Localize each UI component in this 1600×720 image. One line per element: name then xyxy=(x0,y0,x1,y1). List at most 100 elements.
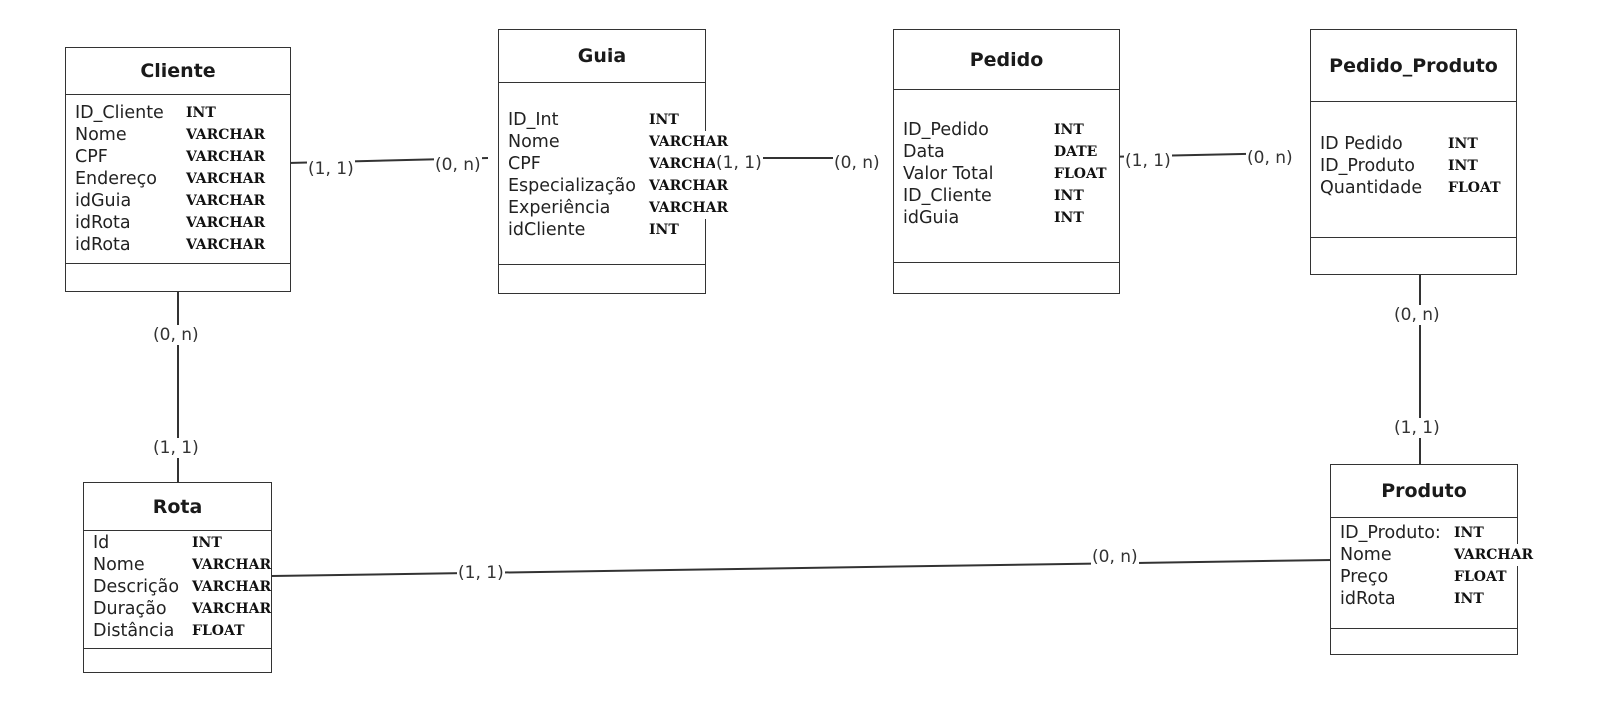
attribute-type: INT xyxy=(1054,185,1084,207)
attribute-name: idCliente xyxy=(508,220,586,240)
attribute-name: ID_Cliente xyxy=(75,103,164,123)
entity-methods-section xyxy=(66,263,290,291)
attribute-type: INT xyxy=(1454,522,1484,544)
attribute-name: idRota xyxy=(75,213,131,233)
attribute-name: Nome xyxy=(93,555,145,575)
attribute-name: Experiência xyxy=(508,198,611,218)
attribute-row: idGuia VARCHAR xyxy=(66,190,290,212)
cardinality-pedido-pedido-produto-to: (0, n) xyxy=(1246,148,1294,168)
attribute-name: Nome xyxy=(75,125,127,145)
attribute-type: FLOAT xyxy=(1448,177,1501,199)
attribute-row: ID_Produto: INT xyxy=(1331,522,1517,544)
attribute-row: Valor Total FLOAT xyxy=(894,163,1119,185)
entity-methods-section xyxy=(1331,628,1517,654)
entity-title: Guia xyxy=(499,30,705,83)
attribute-name: idRota xyxy=(75,235,131,255)
attribute-type: INT xyxy=(1054,207,1084,229)
attribute-name: Nome xyxy=(1340,545,1392,565)
attribute-name: Distância xyxy=(93,621,175,641)
attribute-row: Nome VARCHAR xyxy=(499,131,729,153)
attribute-type: VARCHAR xyxy=(186,168,266,190)
attribute-type: INT xyxy=(1448,133,1478,155)
attribute-row: Nome VARCHAR xyxy=(1331,544,1534,566)
attribute-name: Descrição xyxy=(93,577,180,597)
attribute-name: Data xyxy=(903,142,945,162)
attribute-type: VARCHAR xyxy=(192,554,272,576)
attribute-row: Endereço VARCHAR xyxy=(66,168,290,190)
attribute-type: VARCHAR xyxy=(649,131,729,153)
attribute-name: idRota xyxy=(1340,589,1396,609)
attribute-type: VARCHAR xyxy=(1454,544,1534,566)
attribute-type: VARCHAR xyxy=(186,212,266,234)
attribute-name: Id xyxy=(93,533,110,553)
attribute-type: DATE xyxy=(1054,141,1098,163)
entity-title: Rota xyxy=(84,483,271,531)
attribute-name: ID_Produto: xyxy=(1340,523,1441,543)
attribute-name: Endereço xyxy=(75,169,157,189)
cardinality-cliente-guia-to: (0, n) xyxy=(434,155,482,175)
attribute-row: Experiência VARCHAR xyxy=(499,197,729,219)
attribute-type: INT xyxy=(1448,155,1478,177)
attribute-row: Id INT xyxy=(84,532,271,554)
attribute-row: ID Pedido INT xyxy=(1311,133,1516,155)
cardinality-rota-produto-from: (1, 1) xyxy=(457,563,505,583)
attribute-name: Nome xyxy=(508,132,560,152)
attribute-type: VARCHAR xyxy=(649,175,729,197)
cardinality-cliente-guia-from: (1, 1) xyxy=(307,159,355,179)
attribute-name: Especialização xyxy=(508,176,636,196)
entity-methods-section xyxy=(894,262,1119,293)
cardinality-guia-pedido-from: (1, 1) xyxy=(715,153,763,173)
entity-title: Produto xyxy=(1331,465,1517,518)
attribute-row: ID_Cliente INT xyxy=(894,185,1119,207)
attribute-name: idGuia xyxy=(75,191,132,211)
cardinality-guia-pedido-to: (0, n) xyxy=(833,153,881,173)
attribute-name: CPF xyxy=(508,154,541,174)
entity-title: Pedido_Produto xyxy=(1311,30,1516,102)
entity-methods-section xyxy=(1311,237,1516,274)
attribute-type: FLOAT xyxy=(1054,163,1107,185)
attribute-name: ID_Cliente xyxy=(903,186,992,206)
attribute-name: ID_Int xyxy=(508,110,559,130)
attribute-type: INT xyxy=(649,219,679,241)
attribute-name: Duração xyxy=(93,599,167,619)
attribute-row: Nome VARCHAR xyxy=(84,554,272,576)
cardinality-cliente-rota-to: (1, 1) xyxy=(152,438,200,458)
attribute-type: VARCHAR xyxy=(186,190,266,212)
attribute-type: INT xyxy=(649,109,679,131)
entity-methods-section xyxy=(499,264,705,293)
attribute-name: ID_Produto xyxy=(1320,156,1415,176)
attribute-name: ID_Pedido xyxy=(903,120,989,140)
attribute-row: idCliente INT xyxy=(499,219,705,241)
entity-methods-section xyxy=(84,648,271,672)
attribute-type: VARCHAR xyxy=(186,146,266,168)
attribute-type: FLOAT xyxy=(192,620,245,642)
attribute-type: INT xyxy=(192,532,222,554)
line-rota-produto xyxy=(271,559,1333,577)
attribute-name: ID Pedido xyxy=(1320,134,1403,154)
attribute-type: VARCHAR xyxy=(649,197,729,219)
attribute-name: CPF xyxy=(75,147,108,167)
attribute-name: Valor Total xyxy=(903,164,994,184)
attribute-type: VARCHAR xyxy=(192,598,272,620)
cardinality-pedido-produto-produto-to: (1, 1) xyxy=(1393,418,1441,438)
